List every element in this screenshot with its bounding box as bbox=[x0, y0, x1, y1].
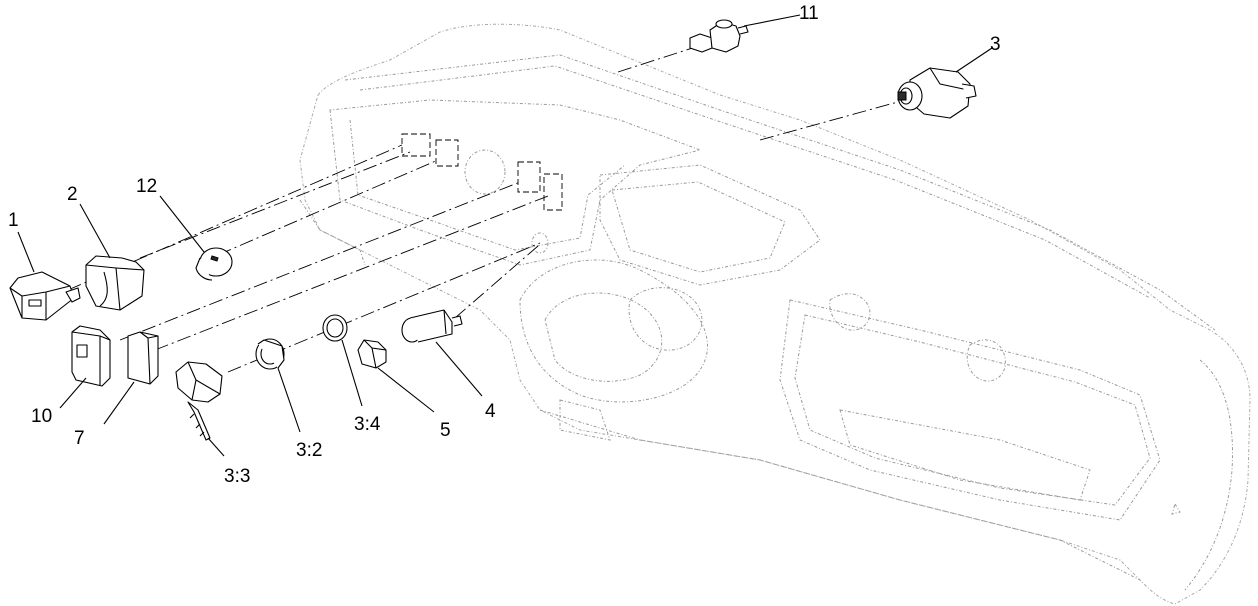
part-3-ignition-switch bbox=[897, 67, 977, 119]
part-4-socket bbox=[401, 309, 463, 343]
callout-11: 11 bbox=[799, 3, 819, 24]
leader-lines bbox=[17, 14, 993, 457]
part-11-sender bbox=[689, 19, 749, 53]
callout-labels: 1 2 12 10 7 3:3 3:2 3:4 5 4 11 3 bbox=[8, 3, 1001, 487]
part-3-2-bezel-nut bbox=[255, 338, 285, 370]
part-3-4-washer bbox=[322, 314, 348, 342]
callout-3-3: 3:3 bbox=[224, 466, 250, 487]
part-10-switch-blank bbox=[71, 325, 111, 387]
dash-panel-body bbox=[299, 23, 1251, 605]
callout-12: 12 bbox=[136, 176, 157, 197]
part-5-cap bbox=[357, 339, 387, 369]
callout-10: 10 bbox=[31, 406, 52, 427]
callout-1: 1 bbox=[8, 210, 19, 231]
part-1-switch bbox=[9, 271, 81, 321]
part-3-3-key bbox=[175, 361, 223, 441]
callout-7: 7 bbox=[74, 428, 85, 449]
callout-3-2: 3:2 bbox=[296, 440, 322, 461]
callout-3-4: 3:4 bbox=[354, 414, 381, 435]
part-7-switch-blank bbox=[127, 331, 159, 385]
part-2-rocker-switch bbox=[85, 255, 145, 311]
callout-5: 5 bbox=[440, 420, 451, 441]
callout-3: 3 bbox=[990, 34, 1001, 55]
part-12-plug bbox=[195, 247, 233, 281]
callout-4: 4 bbox=[485, 401, 496, 422]
callout-2: 2 bbox=[67, 184, 78, 205]
